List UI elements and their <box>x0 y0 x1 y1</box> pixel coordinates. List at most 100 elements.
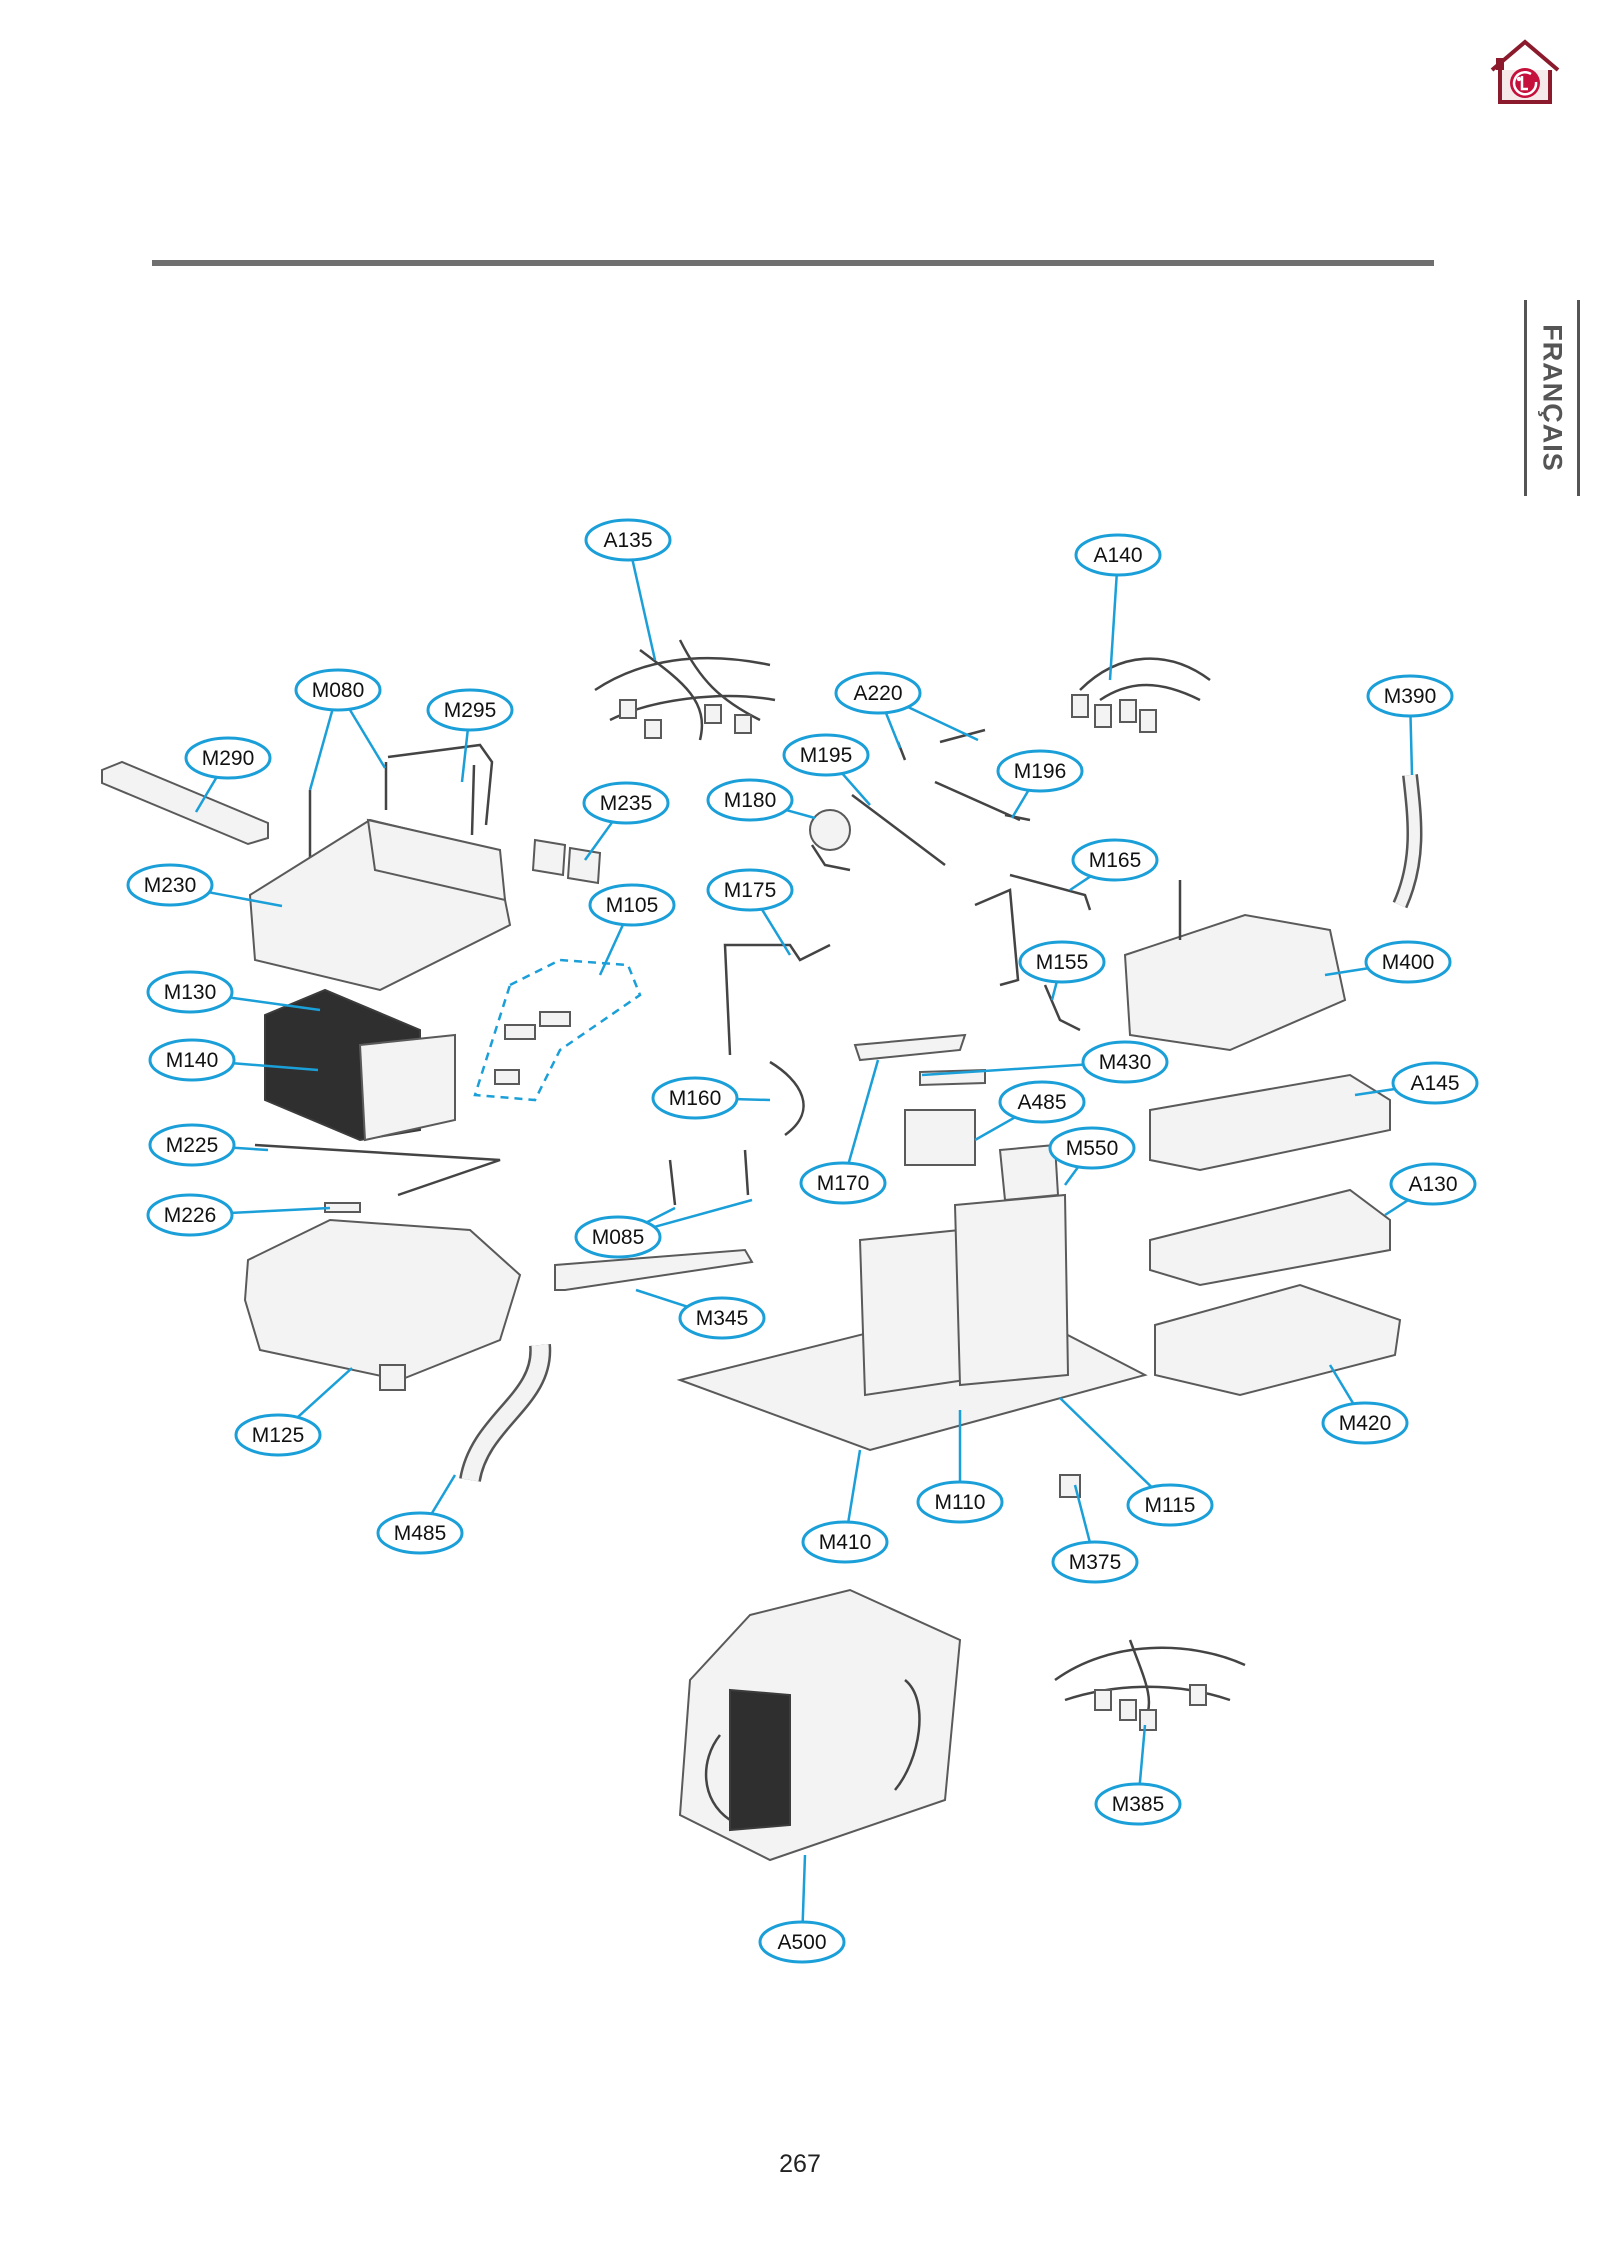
callout-bubble <box>1071 838 1159 882</box>
callout-leader-m115 <box>1059 1397 1153 1488</box>
callout-label: M125 <box>252 1424 305 1447</box>
callout-leader-a140 <box>1108 574 1118 681</box>
callout-leader-m155 <box>1050 981 1058 1001</box>
callout-bubble <box>758 1920 846 1964</box>
callout-a130: A130 <box>1389 1162 1477 1206</box>
callout-leader-m085 <box>654 1198 753 1229</box>
callout-leader-m430 <box>921 1063 1084 1077</box>
callout-m165: M165 <box>1071 838 1159 882</box>
callout-leader-m345 <box>635 1288 688 1308</box>
callout-leader-a485 <box>974 1116 1016 1142</box>
callout-bubble <box>294 668 382 712</box>
callout-label: A485 <box>1017 1091 1066 1114</box>
callout-m230: M230 <box>126 863 214 907</box>
callout-label: M130 <box>164 981 217 1004</box>
callout-bubble <box>1321 1401 1409 1445</box>
callout-bubble <box>126 863 214 907</box>
callout-bubble <box>1051 1540 1139 1584</box>
callout-a220: A220 <box>834 671 922 715</box>
callout-bubble <box>146 1193 234 1237</box>
callout-m225: M225 <box>148 1123 236 1167</box>
callout-m105: M105 <box>588 883 676 927</box>
callout-a135: A135 <box>584 518 672 562</box>
callout-label: M390 <box>1384 685 1437 708</box>
callout-leader-m400 <box>1324 967 1369 977</box>
callout-leader-a500 <box>801 1854 807 1923</box>
callout-bubble <box>1364 940 1452 984</box>
callout-leader-m080 <box>348 708 387 769</box>
callout-bubble <box>148 1038 236 1082</box>
callout-m175: M175 <box>706 868 794 912</box>
callout-label: M235 <box>600 792 653 815</box>
callout-bubble <box>1018 940 1106 984</box>
callout-label: A220 <box>853 682 902 705</box>
callout-leader-m230 <box>208 891 283 908</box>
callout-bubble <box>782 733 870 777</box>
callout-label: M175 <box>724 879 777 902</box>
callout-leader-m226 <box>231 1206 331 1215</box>
callout-m290: M290 <box>184 736 272 780</box>
page-number: 267 <box>779 2150 821 2178</box>
callout-label: M195 <box>800 744 853 767</box>
callout-leader-m375 <box>1073 1484 1092 1543</box>
callout-label: A130 <box>1408 1173 1457 1196</box>
callout-label: M085 <box>592 1226 645 1249</box>
callout-leader-a220 <box>884 712 902 749</box>
callout-bubble <box>376 1511 464 1555</box>
callout-a140: A140 <box>1074 533 1162 577</box>
callout-leader-m385 <box>1138 1724 1147 1785</box>
callout-m390: M390 <box>1366 674 1454 718</box>
callout-leader-m550 <box>1063 1166 1080 1186</box>
callout-label: M420 <box>1339 1412 1392 1435</box>
callout-bubble <box>588 883 676 927</box>
callout-leader-m196 <box>1010 789 1030 819</box>
callout-a145: A145 <box>1391 1061 1479 1105</box>
callout-leader-m420 <box>1328 1364 1355 1405</box>
callout-bubble <box>1389 1162 1477 1206</box>
callout-label: A135 <box>603 529 652 552</box>
callout-m430: M430 <box>1081 1040 1169 1084</box>
lg-home-logo-icon <box>1490 39 1560 104</box>
callout-leader-m485 <box>430 1474 457 1515</box>
parts-illustration <box>101 639 1423 1862</box>
callout-m485: M485 <box>376 1511 464 1555</box>
callout-bubble <box>234 1413 322 1457</box>
callout-bubble <box>916 1480 1004 1524</box>
callout-leader-m180 <box>785 808 816 820</box>
callout-label: M170 <box>817 1172 870 1195</box>
callout-m140: M140 <box>148 1038 236 1082</box>
callout-leader-m125 <box>296 1367 353 1419</box>
callout-m160: M160 <box>651 1076 739 1120</box>
callout-m170: M170 <box>799 1161 887 1205</box>
callout-bubble <box>678 1296 766 1340</box>
callout-bubble <box>184 736 272 780</box>
callout-m130: M130 <box>146 970 234 1014</box>
callout-label: M225 <box>166 1134 219 1157</box>
callout-label: M410 <box>819 1531 872 1554</box>
callout-leader-a130 <box>1384 1199 1409 1217</box>
callout-label: A140 <box>1093 544 1142 567</box>
callout-leader-m165 <box>1069 875 1092 892</box>
callout-m410: M410 <box>801 1520 889 1564</box>
callout-bubble <box>706 868 794 912</box>
callout-leader-m175 <box>760 908 792 956</box>
callout-label: M400 <box>1382 951 1435 974</box>
callout-a485: A485 <box>998 1080 1086 1124</box>
callout-label: M345 <box>696 1307 749 1330</box>
callout-leader-m080 <box>308 709 334 791</box>
callout-m080: M080 <box>294 668 382 712</box>
callout-label: M230 <box>144 874 197 897</box>
callout-leader-m170 <box>847 1059 880 1164</box>
callout-leader-m390 <box>1409 715 1414 776</box>
callout-bubble <box>426 688 514 732</box>
callout-label: M080 <box>312 679 365 702</box>
callout-leader-a145 <box>1354 1087 1396 1097</box>
callout-label: M165 <box>1089 849 1142 872</box>
callout-m400: M400 <box>1364 940 1452 984</box>
callout-label: A145 <box>1410 1072 1459 1095</box>
callout-leader-a135 <box>631 559 657 661</box>
callout-m226: M226 <box>146 1193 234 1237</box>
callout-bubble <box>799 1161 887 1205</box>
callout-label: A500 <box>777 1931 826 1954</box>
